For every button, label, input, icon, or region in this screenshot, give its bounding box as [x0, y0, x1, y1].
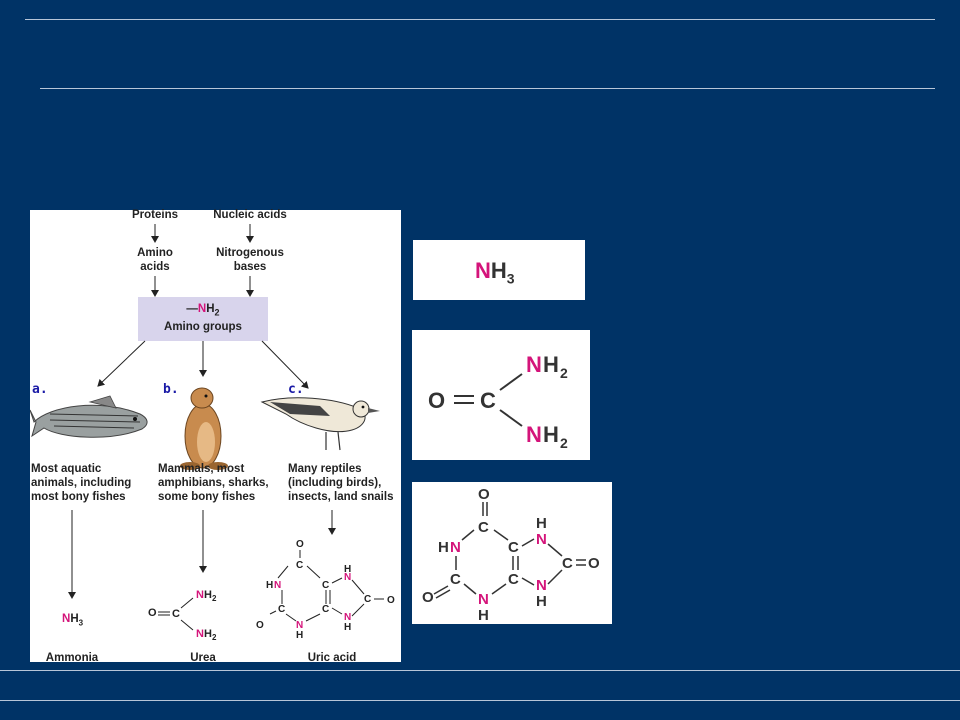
svg-text:C: C [322, 604, 329, 615]
branch-letter-c: c. [288, 382, 304, 397]
svg-text:N: N [526, 422, 542, 447]
svg-text:N: N [196, 589, 204, 601]
svg-text:N: N [274, 580, 281, 591]
svg-text:2: 2 [560, 365, 568, 381]
svg-text:C: C [478, 519, 489, 536]
svg-text:H: H [543, 352, 559, 377]
svg-text:H: H [536, 593, 547, 610]
svg-text:2: 2 [212, 633, 217, 642]
urea-panel: O C N NH H 2 N H 2 [412, 330, 590, 460]
svg-text:N: N [344, 612, 351, 623]
svg-text:O: O [296, 539, 304, 550]
svg-text:H: H [344, 622, 351, 633]
svg-text:N: N [526, 352, 542, 377]
amino-groups-box [138, 297, 268, 341]
svg-text:N: N [478, 591, 489, 608]
source-nucleic-acids: Nucleic acids [213, 209, 287, 221]
svg-text:2: 2 [212, 594, 217, 603]
svg-text:H: H [438, 539, 449, 556]
footer-rule-1 [0, 670, 960, 671]
svg-text:H: H [204, 589, 212, 601]
amino-group-formula: —NH2 [186, 303, 220, 318]
branch-letter-b: b. [163, 382, 179, 397]
svg-text:C: C [322, 580, 329, 591]
title-underline [40, 88, 935, 89]
ammonia-formula-large: NH3 [475, 258, 515, 287]
prairie-dog-drawing [180, 387, 228, 470]
svg-text:C: C [172, 608, 180, 620]
svg-text:N: N [536, 577, 547, 594]
branch-c-description: Many reptiles(including birds),insects, … [288, 463, 394, 503]
svg-text:N: N [344, 572, 351, 583]
arrow-branch-a [97, 340, 146, 387]
svg-text:C: C [508, 571, 519, 588]
source-proteins: Proteins [131, 209, 178, 221]
urea-c: C [480, 388, 496, 413]
product-ammonia: Ammonia [45, 652, 99, 664]
bird-drawing [260, 397, 380, 451]
ammonia-panel: NH3 [413, 240, 585, 300]
svg-text:O: O [588, 555, 600, 572]
svg-text:C: C [562, 555, 573, 572]
svg-text:H: H [204, 628, 212, 640]
svg-text:C: C [364, 594, 371, 605]
fish-drawing [30, 395, 148, 438]
arrow-branch-c [261, 340, 309, 389]
footer-rule-2 [0, 700, 960, 701]
svg-text:H: H [296, 630, 303, 641]
product-uric-acid: Uric acid [307, 652, 357, 664]
svg-text:C: C [296, 560, 303, 571]
svg-text:N: N [536, 531, 547, 548]
top-rule [25, 19, 935, 20]
svg-text:H: H [478, 607, 489, 624]
urea-o: O [428, 388, 445, 413]
branch-letter-a: a. [32, 382, 48, 397]
svg-text:O: O [256, 620, 264, 631]
svg-text:C: C [450, 571, 461, 588]
svg-text:O: O [387, 595, 395, 606]
svg-text:O: O [422, 589, 434, 606]
svg-text:N: N [450, 539, 461, 556]
svg-text:N: N [196, 628, 204, 640]
svg-text:O: O [478, 486, 490, 503]
svg-text:H: H [536, 515, 547, 532]
svg-text:O: O [148, 607, 157, 619]
svg-text:N: N [296, 620, 303, 631]
svg-text:H: H [344, 564, 351, 575]
svg-text:C: C [278, 604, 285, 615]
svg-text:H: H [266, 580, 273, 591]
product-urea: Urea [190, 652, 216, 664]
svg-text:C: C [508, 539, 519, 556]
svg-text:H: H [543, 422, 559, 447]
amino-groups-label: Amino groups [164, 321, 242, 333]
ammonia-formula-small: NH3 [62, 613, 84, 628]
svg-text:2: 2 [560, 435, 568, 451]
urea-structure-large: O C N NH H 2 N H 2 [428, 352, 568, 451]
